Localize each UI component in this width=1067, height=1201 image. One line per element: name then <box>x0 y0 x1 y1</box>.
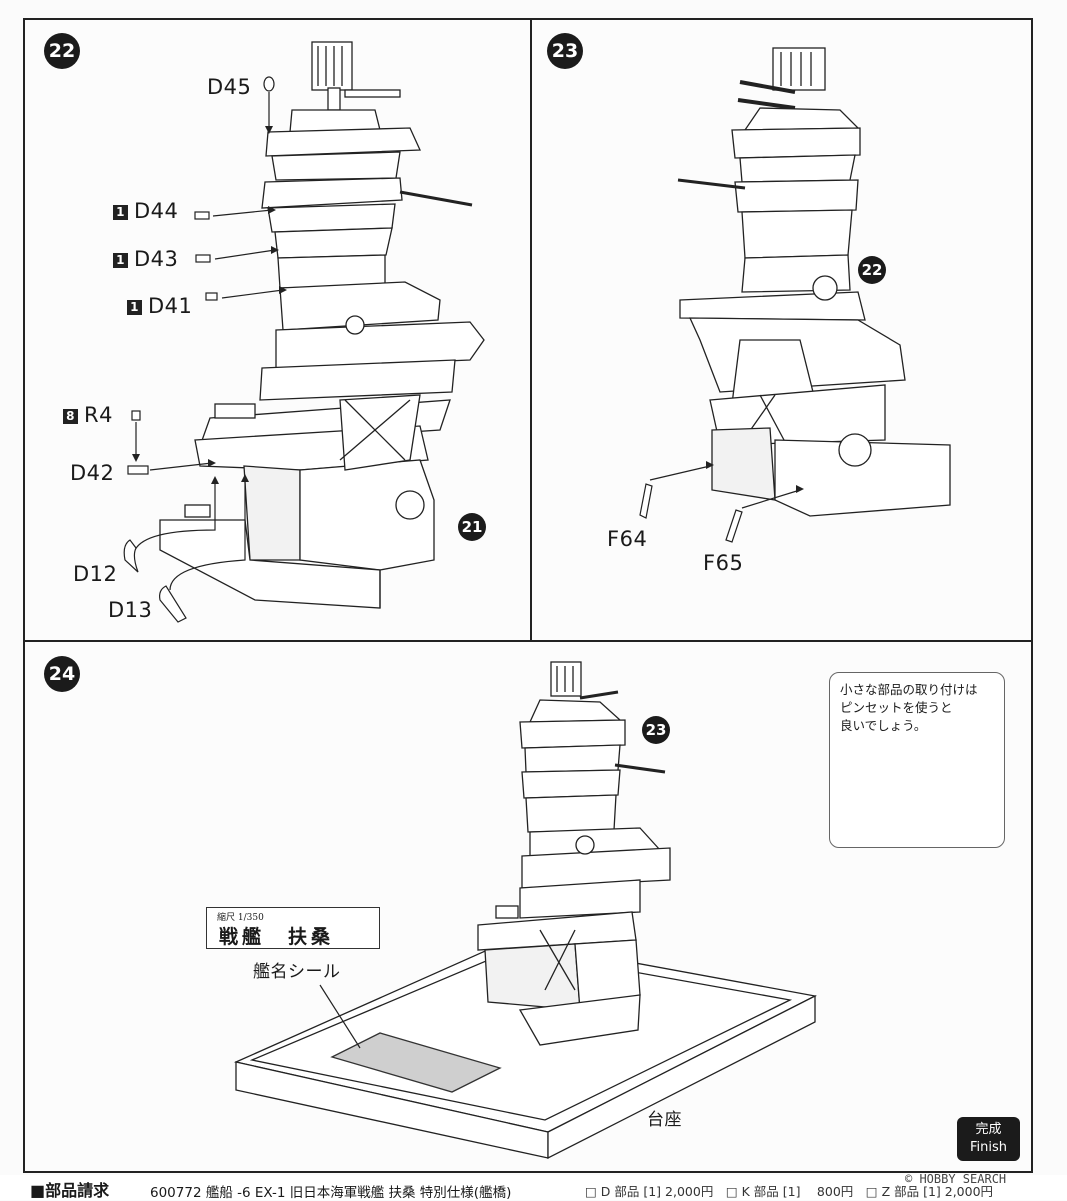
nameplate-name: 戦艦 扶桑 <box>219 926 335 948</box>
tweezers-tip-box: 小さな部品の取り付けは ピンセットを使うと 良いでしょう。 <box>829 672 1005 848</box>
part-label-d12: D12 <box>73 562 118 586</box>
part-d44-shape <box>194 211 210 220</box>
step-24-badge: 24 <box>44 656 80 692</box>
part-label-f65: F65 <box>703 551 744 575</box>
part-d42-shape <box>127 465 149 475</box>
ref-badge-22: 22 <box>858 256 886 284</box>
part-f65-shape <box>725 509 743 543</box>
finish-badge: 完成 Finish <box>957 1117 1020 1161</box>
hobby-search-watermark: © HOBBY SEARCH <box>905 1172 1007 1186</box>
qty-box: 8 <box>63 409 78 424</box>
tip-line: ピンセットを使うと <box>840 700 953 715</box>
part-code: D43 <box>134 247 179 271</box>
qty-box: 1 <box>127 300 142 315</box>
tip-line: 良いでしょう。 <box>840 718 927 733</box>
part-code: D44 <box>134 199 179 223</box>
bridge-tower-step22 <box>159 41 485 609</box>
finish-en: Finish <box>969 1140 1007 1155</box>
part-label-d43: 1 D43 <box>113 247 178 271</box>
step-22-badge: 22 <box>44 33 80 69</box>
qty-box: 1 <box>113 253 128 268</box>
part-r4-shape <box>131 410 141 421</box>
label-display-base: 台座 <box>647 1110 682 1130</box>
name-seal-area <box>330 1032 502 1093</box>
product-line: 600772 艦船 -6 EX-1 旧日本海軍戦艦 扶桑 特別仕様(艦橋) <box>150 1185 512 1201</box>
nameplate-scale: 縮尺 1/350 <box>217 913 264 923</box>
part-label-d45: D45 <box>207 75 252 99</box>
parts-request-footer: ■部品請求 600772 艦船 -6 EX-1 旧日本海軍戦艦 扶桑 特別仕様(… <box>0 1175 1067 1201</box>
part-label-r4: 8 R4 <box>63 403 113 427</box>
tip-line: 小さな部品の取り付けは <box>840 682 978 697</box>
label-name-seal: 艦名シール <box>253 962 341 982</box>
bridge-tower-step23 <box>677 47 951 517</box>
part-d45-shape <box>263 76 275 92</box>
ref-badge-23: 23 <box>642 716 670 744</box>
part-f64-shape <box>639 483 653 519</box>
part-code: D41 <box>148 294 193 318</box>
part-d43-shape <box>195 254 211 263</box>
bridge-tower-step24 <box>477 661 671 1046</box>
part-label-d42: D42 <box>70 461 115 485</box>
parts-request-title: ■部品請求 <box>30 1181 110 1200</box>
part-label-d44: 1 D44 <box>113 199 178 223</box>
step-23-badge: 23 <box>547 33 583 69</box>
parts-price-list: □ D 部品 [1] 2,000円 □ K 部品 [1] 800円 □ Z 部品… <box>585 1184 994 1199</box>
part-d41-shape <box>205 292 218 301</box>
part-code: R4 <box>84 403 113 427</box>
part-d13-shape <box>159 585 187 623</box>
part-label-d41: 1 D41 <box>127 294 192 318</box>
display-base <box>233 939 818 1160</box>
ship-nameplate: 縮尺 1/350 戦艦 扶桑 <box>206 907 380 949</box>
part-label-f64: F64 <box>607 527 648 551</box>
qty-box: 1 <box>113 205 128 220</box>
part-d12-shape <box>123 539 139 573</box>
ref-badge-21: 21 <box>458 513 486 541</box>
part-label-d13: D13 <box>108 598 153 622</box>
finish-jp: 完成 <box>975 1122 1002 1137</box>
